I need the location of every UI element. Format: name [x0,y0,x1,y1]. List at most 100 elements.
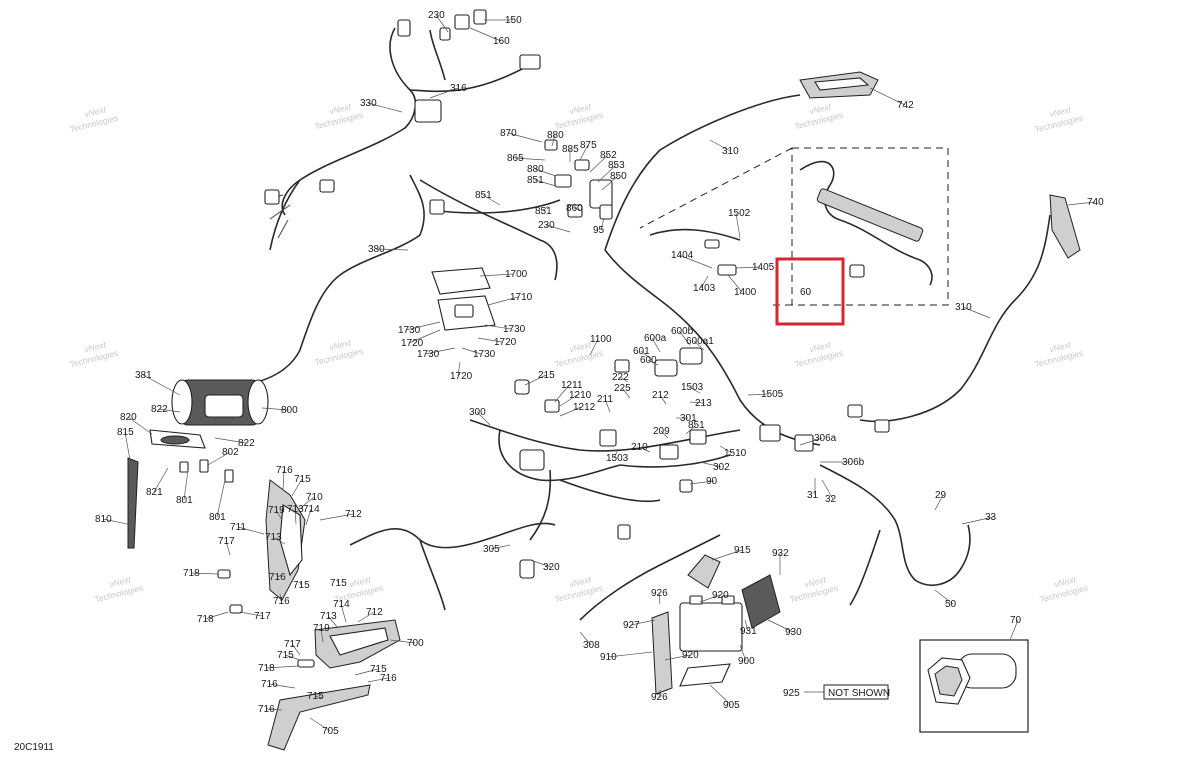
callout-719[interactable]: 719 [268,505,285,516]
callout-717[interactable]: 717 [284,639,301,650]
callout-802[interactable]: 802 [222,447,239,458]
callout-885[interactable]: 885 [562,144,579,155]
callout-716[interactable]: 716 [276,465,293,476]
callout-302[interactable]: 302 [713,462,730,473]
callout-910[interactable]: 910 [600,652,617,663]
callout-320[interactable]: 320 [543,562,560,573]
callout-600b[interactable]: 600b [671,326,694,337]
callout-150[interactable]: 150 [505,15,522,26]
callout-95[interactable]: 95 [593,225,605,236]
callout-716[interactable]: 716 [380,673,397,684]
callout-715[interactable]: 715 [294,474,311,485]
callout-33[interactable]: 33 [985,512,997,523]
callout-719[interactable]: 719 [313,623,330,634]
callout-1730[interactable]: 1730 [473,349,496,360]
callout-1700[interactable]: 1700 [505,269,528,280]
callout-601[interactable]: 601 [633,346,650,357]
callout-209[interactable]: 209 [653,426,670,437]
callout-851[interactable]: 851 [688,420,705,431]
callout-905[interactable]: 905 [723,700,740,711]
callout-851[interactable]: 851 [527,175,544,186]
callout-1730[interactable]: 1730 [417,349,440,360]
callout-316[interactable]: 316 [450,83,467,94]
callout-32[interactable]: 32 [825,494,837,505]
callout-920[interactable]: 920 [682,650,699,661]
callout-853[interactable]: 853 [608,160,625,171]
callout-90[interactable]: 90 [706,476,718,487]
callout-718[interactable]: 718 [258,663,275,674]
callout-230[interactable]: 230 [538,220,555,231]
callout-742[interactable]: 742 [897,100,914,111]
callout-713[interactable]: 713 [320,611,337,622]
callout-711[interactable]: 711 [230,522,246,533]
callout-801[interactable]: 801 [176,495,193,506]
callout-822[interactable]: 822 [238,438,255,449]
callout-215[interactable]: 215 [538,370,555,381]
callout-380[interactable]: 380 [368,244,385,255]
callout-870[interactable]: 870 [500,128,517,139]
callout-718[interactable]: 718 [183,568,200,579]
callout-930[interactable]: 930 [785,627,802,638]
callout-714[interactable]: 714 [303,504,320,515]
callout-306b[interactable]: 306b [842,457,865,468]
callout-716[interactable]: 716 [269,572,286,583]
callout-801[interactable]: 801 [209,512,226,523]
callout-851[interactable]: 851 [535,206,552,217]
callout-300[interactable]: 300 [469,407,486,418]
callout-1100[interactable]: 1100 [590,334,612,345]
callout-865[interactable]: 865 [507,153,524,164]
callout-1211[interactable]: 1211 [561,380,583,391]
callout-810[interactable]: 810 [95,514,112,525]
callout-225[interactable]: 225 [614,383,631,394]
callout-716[interactable]: 716 [261,679,278,690]
callout-308[interactable]: 308 [583,640,600,651]
callout-926[interactable]: 926 [651,692,668,703]
callout-712[interactable]: 712 [366,607,383,618]
callout-210[interactable]: 210 [631,442,648,453]
callout-600a[interactable]: 600a [644,333,667,344]
callout-932[interactable]: 932 [772,548,789,559]
callout-1503[interactable]: 1503 [606,453,629,464]
callout-715[interactable]: 715 [370,664,387,675]
callout-717[interactable]: 717 [218,536,235,547]
callout-715[interactable]: 715 [293,580,310,591]
callout-1503[interactable]: 1503 [681,382,704,393]
callout-875[interactable]: 875 [580,140,597,151]
callout-1710[interactable]: 1710 [510,292,533,303]
callout-714[interactable]: 714 [333,599,350,610]
callout-821[interactable]: 821 [146,487,163,498]
callout-310[interactable]: 310 [955,302,972,313]
callout-715[interactable]: 715 [307,691,324,702]
callout-381[interactable]: 381 [135,370,152,381]
callout-926[interactable]: 926 [651,588,668,599]
callout-815[interactable]: 815 [117,427,134,438]
callout-306a[interactable]: 306a [814,433,837,444]
callout-820[interactable]: 820 [120,412,137,423]
callout-880[interactable]: 880 [527,164,544,175]
callout-305[interactable]: 305 [483,544,500,555]
callout-600[interactable]: 600 [640,355,657,366]
callout-1502[interactable]: 1502 [728,208,751,219]
callout-222[interactable]: 222 [612,372,629,383]
callout-1720[interactable]: 1720 [401,338,424,349]
callout-230[interactable]: 230 [428,10,445,21]
callout-301[interactable]: 301 [680,413,697,424]
callout-1505[interactable]: 1505 [761,389,784,400]
callout-700[interactable]: 700 [407,638,424,649]
callout-1404[interactable]: 1404 [671,250,694,261]
callout-713[interactable]: 713 [287,504,304,515]
callout-1210[interactable]: 1210 [569,390,592,401]
callout-716[interactable]: 716 [258,704,275,715]
callout-600a1[interactable]: 600a1 [686,336,714,347]
callout-31[interactable]: 31 [807,490,819,501]
callout-718[interactable]: 718 [197,614,214,625]
callout-900[interactable]: 900 [738,656,755,667]
callout-1720[interactable]: 1720 [450,371,473,382]
callout-716[interactable]: 716 [273,596,290,607]
callout-330[interactable]: 330 [360,98,377,109]
callout-1212[interactable]: 1212 [573,402,596,413]
callout-70[interactable]: 70 [1010,615,1022,626]
callout-1400[interactable]: 1400 [734,287,757,298]
callout-851[interactable]: 851 [475,190,492,201]
callout-1405[interactable]: 1405 [752,262,775,273]
